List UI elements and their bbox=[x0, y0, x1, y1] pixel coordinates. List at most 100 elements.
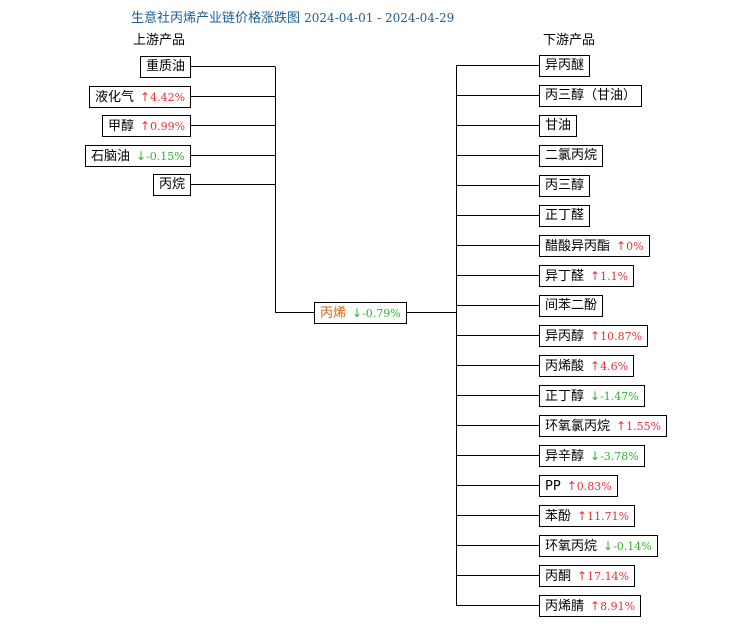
node-name: 丙三醇 bbox=[545, 178, 585, 193]
price-change-value: -0.14% bbox=[613, 540, 652, 553]
price-change-value: 4.6% bbox=[600, 360, 629, 373]
node-name: 环氧丙烷 bbox=[545, 539, 598, 554]
downstream-node: 异丙醇 ↑10.87% bbox=[539, 325, 649, 347]
upstream-node: 丙烷 bbox=[153, 174, 192, 196]
node-name: 重质油 bbox=[146, 59, 186, 74]
node-name: 异丙醚 bbox=[545, 58, 585, 73]
arrow-up-icon: ↑ bbox=[616, 419, 627, 433]
arrow-up-icon: ↑ bbox=[590, 599, 601, 613]
node-name: 环氧氯丙烷 bbox=[545, 419, 611, 434]
price-change-value: -0.15% bbox=[146, 150, 185, 163]
downstream-node: 二氯丙烷 bbox=[539, 145, 604, 167]
price-change: ↓-0.79% bbox=[352, 306, 401, 320]
arrow-down-icon: ↓ bbox=[590, 449, 601, 463]
price-change: ↓-0.14% bbox=[603, 539, 652, 553]
price-change-value: 0.99% bbox=[150, 120, 186, 133]
downstream-heading: 下游产品 bbox=[543, 33, 596, 48]
price-change-value: 11.71% bbox=[587, 510, 630, 523]
price-change: ↑8.91% bbox=[590, 599, 636, 613]
node-name: 液化气 bbox=[95, 90, 135, 105]
node-name: 丙三醇（甘油） bbox=[545, 88, 637, 103]
downstream-node: 异辛醇 ↓-3.78% bbox=[539, 445, 645, 467]
price-change-value: 0.83% bbox=[576, 480, 612, 493]
downstream-node: 苯酚 ↑11.71% bbox=[539, 505, 636, 527]
upstream-node: 液化气 ↑4.42% bbox=[89, 86, 192, 108]
node-name: PP bbox=[545, 479, 561, 494]
arrow-down-icon: ↓ bbox=[590, 389, 601, 403]
price-change-value: 1.1% bbox=[600, 270, 629, 283]
node-name: 石脑油 bbox=[91, 149, 131, 164]
price-change: ↑10.87% bbox=[590, 329, 643, 343]
upstream-heading: 上游产品 bbox=[133, 33, 186, 48]
node-name: 丙烯腈 bbox=[545, 599, 585, 614]
price-change-value: 4.42% bbox=[150, 91, 186, 104]
price-change: ↓-0.15% bbox=[136, 149, 185, 163]
node-name: 异丙醇 bbox=[545, 329, 585, 344]
downstream-node: 环氧氯丙烷 ↑1.55% bbox=[539, 415, 668, 437]
chart-title: 生意社丙烯产业链价格涨跌图 2024-04-01 - 2024-04-29 bbox=[131, 7, 454, 26]
downstream-node: PP ↑0.83% bbox=[539, 475, 618, 497]
upstream-node: 甲醇 ↑0.99% bbox=[102, 115, 192, 137]
downstream-node: 正丁醛 bbox=[539, 205, 591, 227]
price-change: ↑4.6% bbox=[590, 359, 629, 373]
chart-date-range: 2024-04-01 - 2024-04-29 bbox=[304, 11, 455, 25]
arrow-up-icon: ↑ bbox=[566, 479, 577, 493]
downstream-node: 丙三醇（甘油） bbox=[539, 85, 643, 107]
center-node: 丙烯 ↓-0.79% bbox=[314, 302, 407, 324]
node-name: 异丁醛 bbox=[545, 269, 585, 284]
downstream-node: 环氧丙烷 ↓-0.14% bbox=[539, 535, 658, 557]
downstream-node: 丙烯酸 ↑4.6% bbox=[539, 355, 635, 377]
upstream-node: 重质油 bbox=[140, 56, 192, 78]
downstream-node: 正丁醇 ↓-1.47% bbox=[539, 385, 645, 407]
price-change-value: -3.78% bbox=[600, 450, 639, 463]
node-name: 甲醇 bbox=[108, 119, 135, 134]
arrow-down-icon: ↓ bbox=[603, 539, 614, 553]
price-change-value: 1.55% bbox=[626, 420, 662, 433]
node-name: 醋酸异丙酯 bbox=[545, 239, 611, 254]
arrow-up-icon: ↑ bbox=[577, 569, 588, 583]
downstream-node: 甘油 bbox=[539, 115, 578, 137]
price-change-value: 10.87% bbox=[600, 330, 643, 343]
node-name: 甘油 bbox=[545, 118, 572, 133]
node-name: 间苯二酚 bbox=[545, 298, 598, 313]
downstream-node: 异丙醚 bbox=[539, 55, 591, 77]
price-change: ↑11.71% bbox=[577, 509, 630, 523]
node-name: 异辛醇 bbox=[545, 449, 585, 464]
price-change: ↑1.55% bbox=[616, 419, 662, 433]
downstream-node: 丙酮 ↑17.14% bbox=[539, 565, 636, 587]
price-change-value: 17.14% bbox=[587, 570, 630, 583]
node-name: 二氯丙烷 bbox=[545, 148, 598, 163]
price-change: ↑0% bbox=[616, 239, 644, 253]
arrow-up-icon: ↑ bbox=[140, 90, 151, 104]
price-change: ↓-3.78% bbox=[590, 449, 639, 463]
price-change-value: -0.79% bbox=[362, 307, 401, 320]
node-name: 正丁醛 bbox=[545, 208, 585, 223]
arrow-up-icon: ↑ bbox=[590, 359, 601, 373]
price-change: ↑17.14% bbox=[577, 569, 630, 583]
downstream-node: 间苯二酚 bbox=[539, 295, 604, 317]
arrow-down-icon: ↓ bbox=[136, 149, 147, 163]
price-change: ↓-1.47% bbox=[590, 389, 639, 403]
price-change: ↑0.83% bbox=[566, 479, 612, 493]
arrow-up-icon: ↑ bbox=[590, 269, 601, 283]
price-change: ↑4.42% bbox=[140, 90, 186, 104]
price-change-value: 8.91% bbox=[600, 600, 636, 613]
arrow-up-icon: ↑ bbox=[616, 239, 627, 253]
node-name: 苯酚 bbox=[545, 509, 572, 524]
node-name: 丙烯 bbox=[320, 306, 347, 321]
price-change: ↑0.99% bbox=[140, 119, 186, 133]
arrow-down-icon: ↓ bbox=[352, 306, 363, 320]
downstream-node: 丙三醇 bbox=[539, 175, 591, 197]
arrow-up-icon: ↑ bbox=[140, 119, 151, 133]
price-change: ↑1.1% bbox=[590, 269, 629, 283]
node-name: 丙烯酸 bbox=[545, 359, 585, 374]
node-name: 丙酮 bbox=[545, 569, 572, 584]
node-name: 正丁醇 bbox=[545, 389, 585, 404]
upstream-node: 石脑油 ↓-0.15% bbox=[85, 145, 191, 167]
arrow-up-icon: ↑ bbox=[577, 509, 588, 523]
downstream-node: 丙烯腈 ↑8.91% bbox=[539, 595, 642, 617]
downstream-node: 醋酸异丙酯 ↑0% bbox=[539, 235, 650, 257]
downstream-node: 异丁醛 ↑1.1% bbox=[539, 265, 635, 287]
node-name: 丙烷 bbox=[159, 177, 186, 192]
